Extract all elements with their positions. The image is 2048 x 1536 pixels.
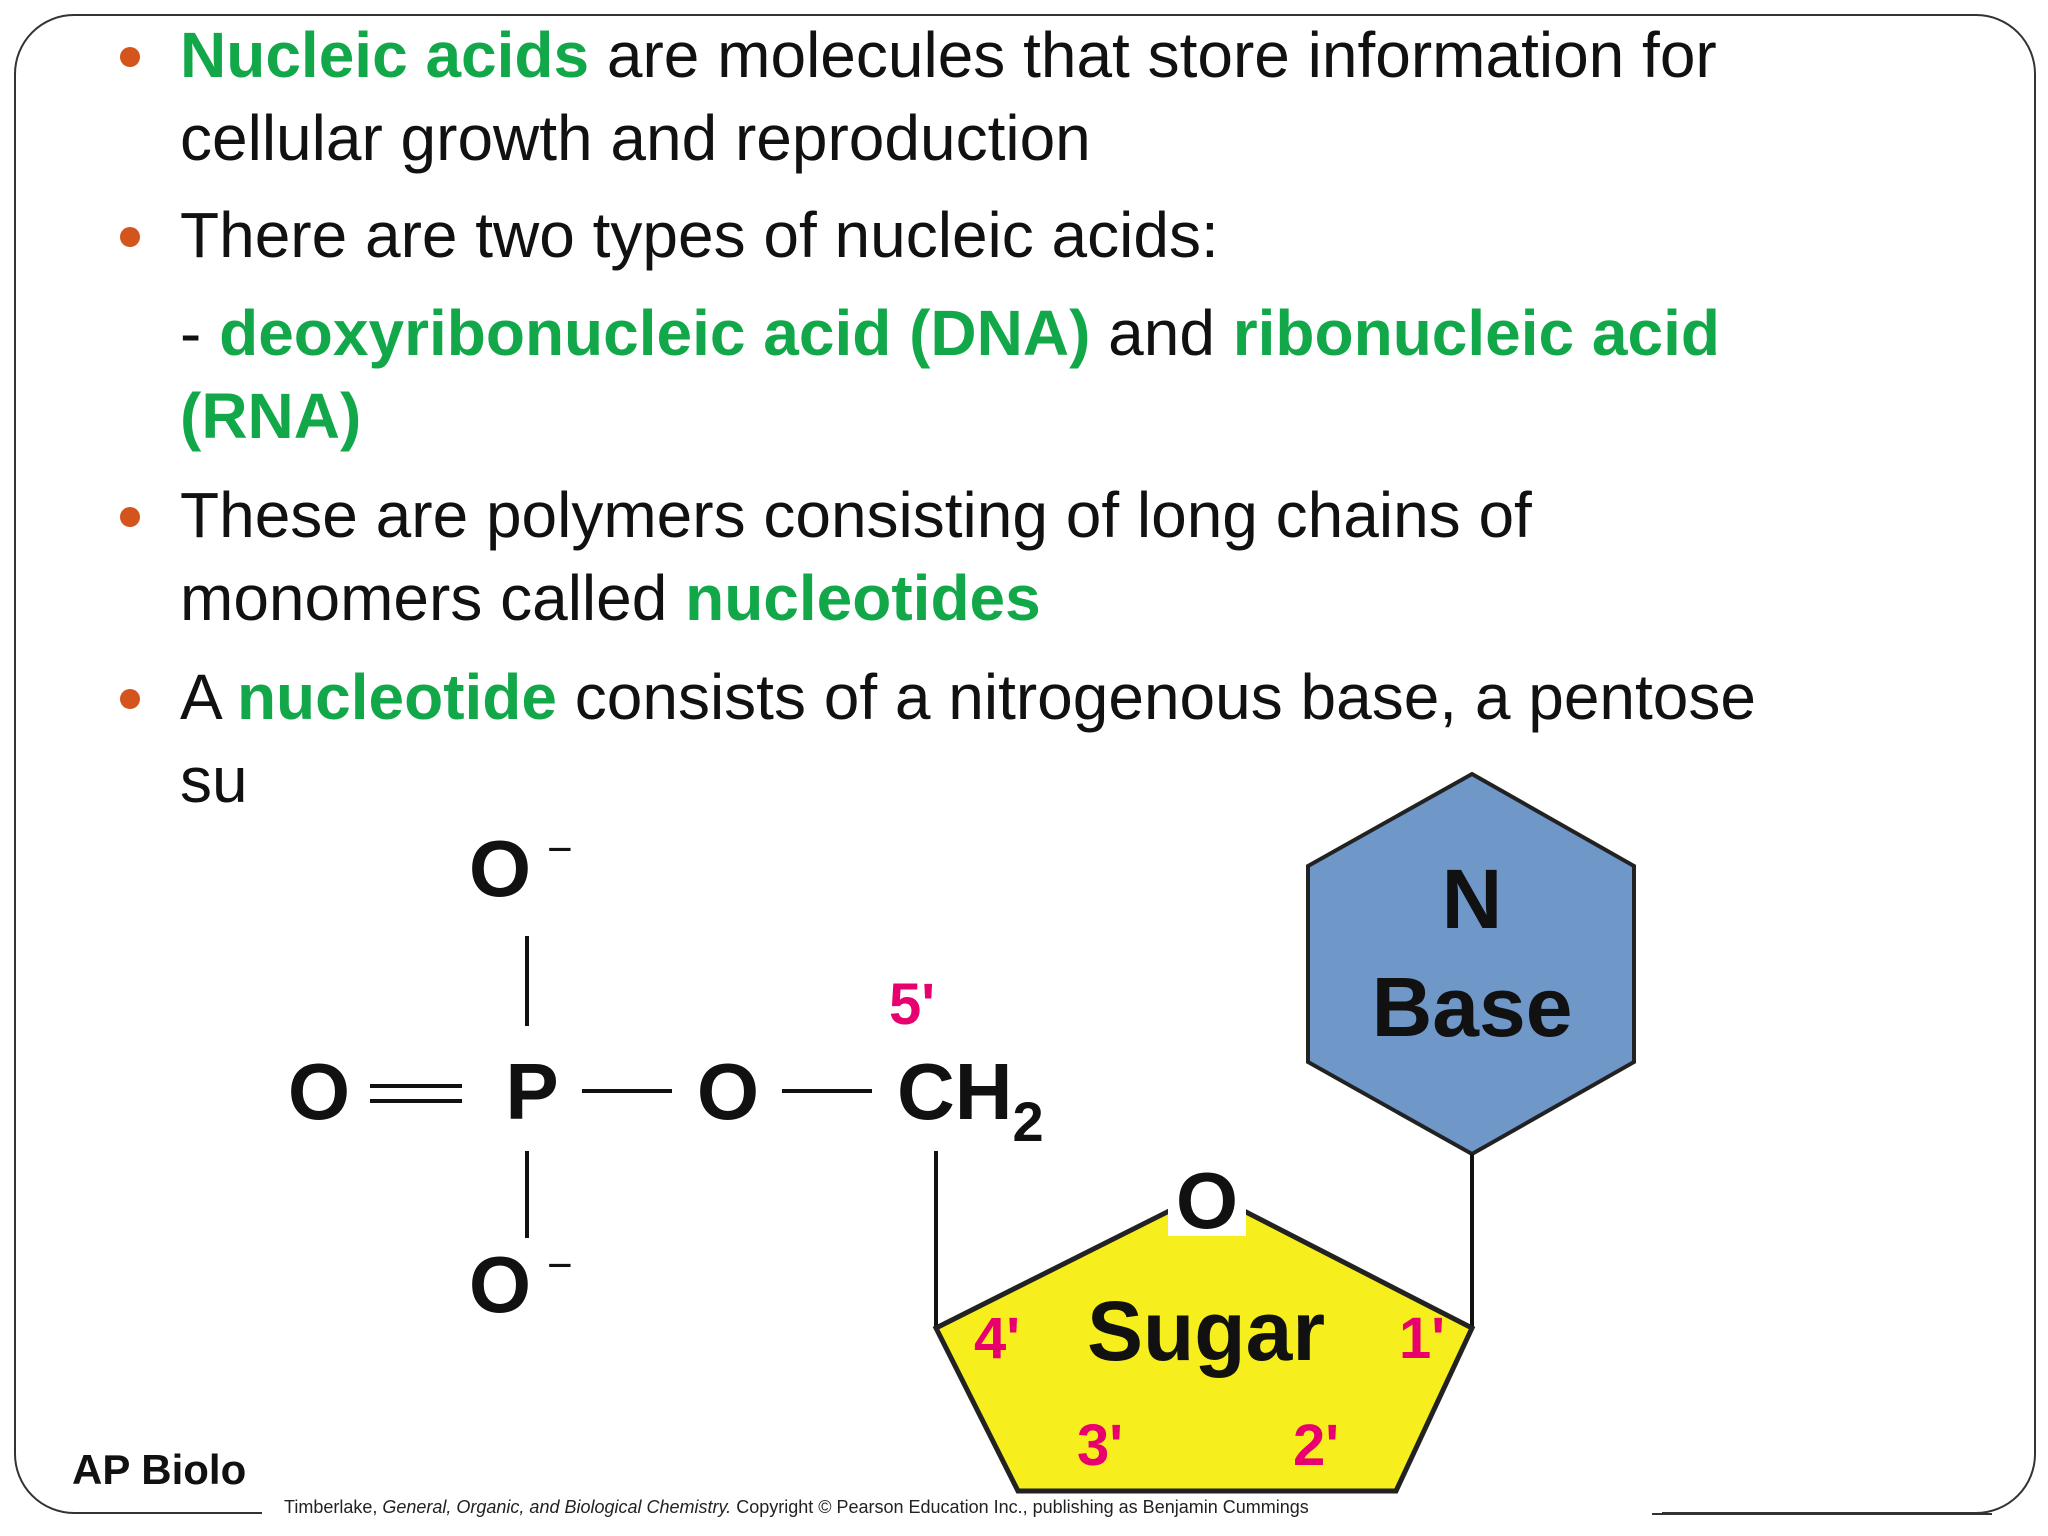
base-n: N bbox=[1442, 852, 1503, 946]
credit-author: Timberlake, bbox=[284, 1497, 383, 1517]
bullet-nucleic-acids: Nucleic acids are molecules that store i… bbox=[120, 14, 1717, 180]
bullet-text: These are polymers consisting of long ch… bbox=[180, 479, 1532, 551]
phosphate-o-left: O bbox=[288, 1047, 350, 1136]
sub-dash: - bbox=[180, 297, 220, 369]
label-1-prime: 1' bbox=[1399, 1306, 1445, 1371]
bullet-dot bbox=[120, 689, 140, 709]
ch2-group: CH2 bbox=[897, 1047, 1044, 1153]
bullet-dot bbox=[120, 47, 140, 67]
label-2-prime: 2' bbox=[1293, 1413, 1339, 1478]
ring-oxygen: O bbox=[1176, 1156, 1238, 1245]
term-dna: deoxyribonucleic acid (DNA) bbox=[219, 297, 1091, 369]
ring-o-backdrop bbox=[1168, 1154, 1246, 1236]
sub-and: and bbox=[1090, 297, 1233, 369]
sub-bullet-dna-rna: - deoxyribonucleic acid (DNA) and ribonu… bbox=[180, 292, 1720, 458]
label-4-prime: 4' bbox=[974, 1306, 1020, 1371]
label-3-prime: 3' bbox=[1077, 1413, 1123, 1478]
nucleotide-diagram: O − O P O O − 5' CH2 N Base O Sugar 4' 1… bbox=[262, 756, 1662, 1516]
bullet-dot bbox=[120, 227, 140, 247]
phosphate-o-top: O bbox=[469, 824, 531, 913]
sugar-label: Sugar bbox=[1087, 1284, 1325, 1378]
ch2-ch: CH bbox=[897, 1047, 1013, 1136]
bullet-text: are molecules that store information for bbox=[589, 19, 1717, 91]
term-rna: ribonucleic acid bbox=[1232, 297, 1720, 369]
phosphate-minus-bottom: − bbox=[547, 1241, 573, 1290]
bullet-text: cellular growth and reproduction bbox=[180, 102, 1091, 174]
credit-book: General, Organic, and Biological Chemist… bbox=[382, 1497, 732, 1517]
phosphorus: P bbox=[505, 1047, 558, 1136]
image-credit: Timberlake, General, Organic, and Biolog… bbox=[284, 1497, 1309, 1518]
term-nucleic-acids: Nucleic acids bbox=[180, 19, 590, 91]
term-rna-abbr: (RNA) bbox=[180, 380, 362, 452]
bullet-nucleotide: A nucleotide consists of a nitrogenous b… bbox=[120, 656, 1756, 822]
frame-bottom-line bbox=[1652, 1513, 1992, 1515]
bullet-text: consists of a nitrogenous base, a pentos… bbox=[556, 661, 1756, 733]
phosphate-o-link: O bbox=[697, 1047, 759, 1136]
bullet-text: monomers called bbox=[180, 562, 686, 634]
bullet-text-cut: su bbox=[180, 744, 248, 816]
bullet-text: There are two types of nucleic acids: bbox=[180, 199, 1219, 271]
bullet-text: A bbox=[180, 661, 237, 733]
label-5-prime: 5' bbox=[889, 972, 935, 1037]
term-nucleotides: nucleotides bbox=[685, 562, 1041, 634]
base-label: Base bbox=[1372, 960, 1573, 1054]
phosphate-minus-top: − bbox=[547, 825, 573, 874]
phosphate-o-bottom: O bbox=[469, 1240, 531, 1329]
ch2-sub: 2 bbox=[1013, 1090, 1044, 1153]
bullet-two-types: There are two types of nucleic acids: bbox=[120, 194, 1219, 277]
footer-course-label: AP Biolo bbox=[72, 1446, 247, 1493]
term-nucleotide: nucleotide bbox=[236, 661, 557, 733]
bullet-dot bbox=[120, 507, 140, 527]
credit-copyright: Copyright © Pearson Education Inc., publ… bbox=[731, 1497, 1309, 1517]
bullet-polymers: These are polymers consisting of long ch… bbox=[120, 474, 1532, 640]
sugar-pentagon bbox=[932, 1189, 1476, 1494]
